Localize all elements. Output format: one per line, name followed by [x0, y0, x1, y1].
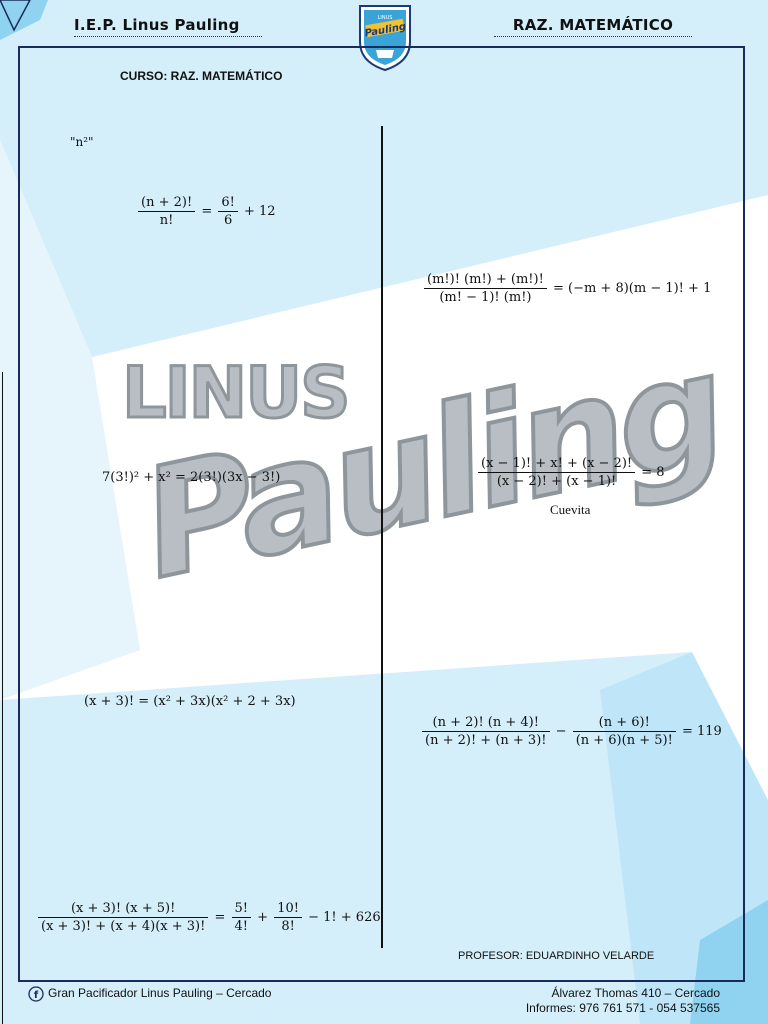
cuevita-note: Cuevita [550, 502, 591, 517]
equation-left-2: 7(3!)² + x² = 2(3!)(3x − 3!) [102, 470, 281, 485]
footer-phones: Informes: 976 761 571 - 054 537565 [525, 1001, 720, 1015]
equation-right-3: (n + 2)! (n + 4)!(n + 2)! + (n + 3)! − (… [420, 714, 722, 749]
facebook-icon: f [28, 986, 44, 1002]
left-edge-line [2, 372, 3, 1024]
watermark-linus: LINUS [121, 351, 352, 436]
subject-title: RAZ. MATEMÁTICO [494, 16, 692, 37]
svg-text:f: f [34, 990, 39, 1001]
footer-address-right: Álvarez Thomas 410 – Cercado [551, 986, 720, 1000]
equation-left-1: (n + 2)!n! = 6!6 + 12 [136, 194, 276, 229]
course-label: CURSO: RAZ. MATEMÁTICO [120, 69, 283, 83]
content-frame [18, 46, 745, 982]
svg-text:LINUS: LINUS [378, 15, 393, 21]
n-squared-label: "n²" [70, 135, 94, 149]
professor-name: PROFESOR: EDUARDINHO VELARDE [458, 950, 655, 962]
equation-left-4: (x + 3)! (x + 5)!(x + 3)! + (x + 4)(x + … [36, 900, 381, 935]
column-divider [381, 126, 383, 948]
equation-right-2: (x − 1)! + x! + (x − 2)!(x − 2)! + (x − … [476, 455, 665, 490]
equation-left-3: (x + 3)! = (x² + 3x)(x² + 2 + 3x) [84, 694, 296, 709]
equation-right-1: (m!)! (m!) + (m!)!(m! − 1)! (m!) = (−m +… [422, 271, 711, 306]
footer-address-left: Gran Pacificador Linus Pauling – Cercado [48, 986, 272, 1000]
school-name: I.E.P. Linus Pauling [74, 16, 262, 37]
